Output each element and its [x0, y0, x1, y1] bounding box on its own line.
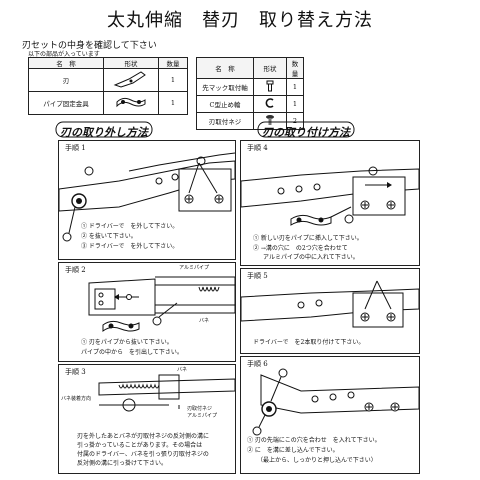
part-name: 刃: [28, 68, 104, 92]
col-name: 名 称: [196, 57, 254, 79]
part-qty: 1: [286, 95, 304, 113]
step-5-line-1: ドライバーで を2本取り付けて下さい。: [253, 339, 365, 346]
table-row: C型止め輪 1: [196, 95, 304, 113]
section-title-removal: 刃の取り外し方法: [60, 126, 148, 139]
blade-icon: [103, 68, 159, 92]
shaft-icon: [253, 78, 287, 96]
pipe-small-label: アルミパイプ: [187, 413, 217, 419]
step-4-line-3: アルミパイプの中に入れて下さい。: [263, 254, 359, 261]
part-name: 刃取付ネジ: [196, 112, 254, 130]
parts-table-right: 名 称 形状 数量 先マック取付軸 1 C型止め輪 1 刃取付ネジ 2: [196, 57, 304, 130]
step-3-diagram: [98, 374, 235, 412]
col-qty: 数量: [286, 57, 304, 79]
step-1-panel: 手順 1 ① ドライバーで を外して下さい。 ② を抜いて下さい。 ③ ドライバ…: [58, 140, 236, 260]
step-1-line-3: ③ ドライバーで を外して下さい。: [81, 243, 179, 250]
step-5-panel: 手順 5 ドライバーで を2本取り付けて下さい。: [240, 268, 420, 354]
col-shape: 形状: [253, 57, 287, 79]
pipe-label: アルミパイプ: [179, 265, 209, 271]
step-label: 手順 5: [247, 272, 268, 280]
parts-note: 以下の部品が入っています: [28, 51, 100, 58]
spring-direction-label: バネ装着方向: [61, 396, 92, 402]
table-row: 刃 1: [28, 68, 188, 92]
step-3-line-2: 引っ掛かっていることがあります。その場合は: [77, 442, 203, 449]
part-name: 先マック取付軸: [196, 78, 254, 96]
section-title-install: 刃の取り付け方法: [262, 126, 350, 139]
pipe-fixture-icon: [103, 91, 159, 115]
step-3-panel: 手順 3 バネ バネ装着方向 刃取付ネジ アルミパイプ 刃を外したあとバネが刃取…: [58, 364, 236, 474]
c-ring-icon: [253, 95, 287, 113]
step-6-line-3: （最上から、しっかりと押し込んで下さい）: [257, 457, 377, 464]
screw-small-label: 刃取付ネジ: [187, 406, 213, 412]
parts-table-left: 名 称 形状 数量 刃 1 パイプ固定金具 1: [28, 57, 188, 115]
table-row: パイプ固定金具 1: [28, 91, 188, 115]
part-name: パイプ固定金具: [28, 91, 104, 115]
step-3-line-1: 刃を外したあとバネが刃取付ネジの反対側の溝に: [77, 433, 210, 440]
step-2-panel: 手順 2 アルミパイプ バネ ① 刃をパイプから抜いて下さい。 パイプの中から …: [58, 262, 236, 362]
step-label: 手順 1: [65, 144, 86, 152]
step-1-line-1: ① ドライバーで を外して下さい。: [81, 223, 179, 230]
step-3-line-4: 反対側の溝に引っ掛けて下さい。: [77, 460, 168, 467]
step-label: 手順 4: [247, 144, 268, 152]
step-2-line-2: パイプの中から を引出して下さい。: [81, 349, 183, 356]
table-row: 先マック取付軸 1: [196, 78, 304, 96]
step-2-line-1: ① 刃をパイプから抜いて下さい。: [81, 339, 173, 346]
step-6-diagram: [252, 368, 419, 436]
step-1-diagram: [59, 152, 235, 242]
step-3-line-3: 付属のドライバー、バネを引っ張り刃取付ネジの: [77, 451, 209, 458]
step-2-diagram: [88, 276, 235, 332]
spring-label: バネ: [199, 318, 210, 324]
step-4-line-1: ① 新しい刃をパイプに挿入して下さい。: [253, 235, 363, 242]
spring-label: バネ: [177, 367, 188, 373]
part-name: C型止め輪: [196, 95, 254, 113]
step-4-diagram: [241, 166, 419, 226]
step-6-line-1: ① 刃の先端にこの穴を合わせ を入れて下さい。: [247, 437, 381, 444]
step-label: 手順 6: [247, 360, 268, 368]
step-1-line-2: ② を抜いて下さい。: [81, 233, 137, 240]
part-qty: 1: [286, 78, 304, 96]
step-label: 手順 2: [65, 266, 86, 274]
page-subtitle: 刃セットの中身を確認して下さい: [22, 41, 157, 51]
step-4-line-2: ② →溝の穴に の2つ穴を合わせて: [253, 245, 348, 252]
part-qty: 1: [158, 68, 188, 92]
step-4-panel: 手順 4 ① 新しい刃をパイプに挿入して下さい。 ② →溝の穴に の2つ穴を合わ…: [240, 140, 420, 266]
col-name: 名 称: [28, 57, 104, 69]
part-qty: 1: [158, 91, 188, 115]
step-6-panel: 手順 6 ① 刃の先端にこの穴を合わせ を入れて下さい。 ② に を溝に差し込ん…: [240, 356, 420, 474]
step-label: 手順 3: [65, 368, 86, 376]
step-5-diagram: [241, 280, 419, 328]
col-shape: 形状: [103, 57, 159, 69]
step-6-line-2: ② に を溝に差し込んで下さい。: [247, 447, 339, 454]
col-qty: 数量: [158, 57, 188, 69]
page-title: 太丸伸縮 替刃 取り替え方法: [107, 10, 373, 31]
